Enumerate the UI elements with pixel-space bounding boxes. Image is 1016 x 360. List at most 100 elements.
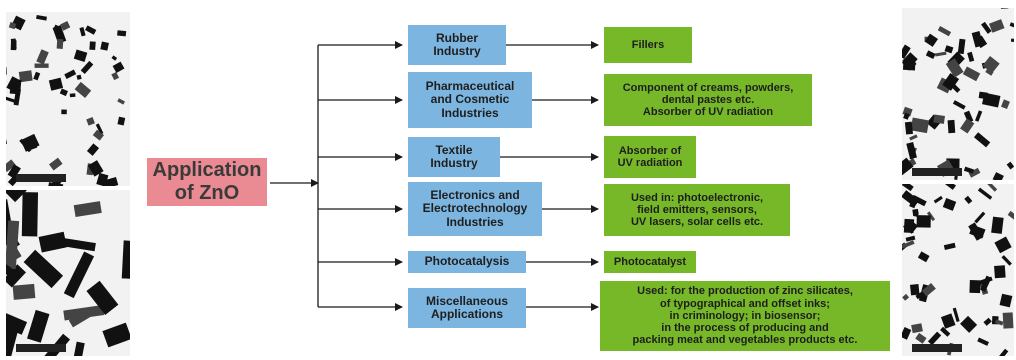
micrograph-particle	[980, 275, 992, 292]
micrograph-particle	[6, 190, 27, 203]
micrograph-particle	[982, 92, 1001, 108]
central-node: Application of ZnO	[147, 158, 267, 206]
micrograph-particle	[9, 78, 22, 95]
micrograph-particle	[6, 96, 15, 103]
micrograph-particle	[982, 55, 1000, 74]
micrograph-particle	[945, 58, 964, 78]
micrograph-particle	[960, 118, 975, 134]
micrograph-particle	[56, 38, 64, 49]
micrograph-particle	[902, 184, 914, 192]
micrograph-particle	[23, 249, 64, 289]
micrograph-particle	[905, 235, 916, 242]
micrograph-particle	[7, 164, 21, 179]
micrograph-particle	[933, 114, 945, 124]
micrograph-particle	[994, 236, 1012, 254]
micrograph-particle	[988, 19, 1005, 33]
micrograph-particle	[994, 265, 1006, 279]
micrograph-particle	[915, 332, 927, 344]
micrograph-particle	[62, 237, 96, 252]
micrograph-particle	[79, 27, 86, 37]
micrograph-particle	[921, 282, 936, 297]
category-miscellaneous: Miscellaneous Applications	[408, 288, 526, 328]
micrograph-particle	[943, 242, 956, 251]
use-photoelectronic: Used in: photoelectronic, field emitters…	[604, 184, 790, 236]
micrograph-particle	[985, 68, 994, 76]
micrograph-particle	[915, 292, 924, 300]
use-creams-powders: Component of creams, powders, dental pas…	[604, 74, 812, 126]
micrograph-particle	[95, 123, 104, 135]
micrograph-particle	[12, 283, 36, 300]
micrograph-particle	[6, 220, 20, 269]
micrograph-particle	[952, 307, 960, 323]
micrograph-particle	[38, 231, 67, 253]
micrograph-particle	[86, 143, 100, 156]
micrograph-particle	[63, 251, 95, 299]
micrograph-particle	[963, 110, 974, 123]
micrograph-particle	[73, 49, 88, 62]
micrograph-particle	[1001, 255, 1012, 266]
micrograph-particle	[902, 326, 912, 340]
micrograph-particle	[973, 132, 991, 148]
micrograph-particle	[957, 38, 966, 55]
use-miscellaneous: Used: for the production of zinc silicat…	[600, 281, 890, 351]
micrograph-particle	[1007, 210, 1014, 222]
micrograph-particle	[910, 117, 930, 134]
use-fillers: Fillers	[604, 27, 692, 63]
micrograph-particle	[103, 176, 119, 186]
category-rubber-industry: Rubber Industry	[408, 25, 506, 65]
micrograph-particle	[96, 172, 109, 186]
micrograph-particle	[964, 195, 973, 205]
micrograph-particle	[903, 218, 915, 234]
category-electronics: Electronics and Electrotechnology Indust…	[408, 182, 542, 236]
micrograph-particle	[52, 25, 67, 44]
micrograph-particle	[981, 21, 992, 34]
micrograph-particle	[76, 74, 82, 80]
micrograph-particle	[902, 293, 910, 301]
micrograph-particle	[991, 216, 1004, 234]
micrograph-particle	[71, 341, 85, 356]
micrograph-particle	[940, 326, 951, 337]
micrograph-particle	[89, 41, 96, 50]
micrograph-particle	[943, 184, 957, 190]
micrograph-particle	[117, 30, 127, 37]
micrograph-particle	[87, 160, 104, 177]
micrograph-particle	[36, 14, 47, 21]
micrograph-particle	[925, 50, 936, 59]
micrograph-particle	[61, 109, 67, 115]
micrograph-bottom-left	[6, 190, 130, 356]
micrograph-particle	[947, 119, 956, 134]
micrograph-particle	[60, 21, 71, 31]
micrograph-particle	[903, 112, 910, 120]
micrograph-particle	[934, 51, 947, 57]
micrograph-particle	[969, 279, 981, 294]
micrograph-particle	[1006, 161, 1014, 170]
micrograph-particle	[977, 337, 989, 346]
micrograph-particle	[952, 100, 966, 110]
micrograph-particle	[48, 157, 63, 171]
micrograph-particle	[975, 110, 983, 122]
micrograph-particle	[6, 159, 16, 173]
micrograph-particle	[963, 166, 975, 174]
micrograph-particle	[912, 208, 919, 216]
scale-bar	[16, 344, 66, 352]
micrograph-particle	[917, 251, 930, 263]
micrograph-particle	[47, 182, 64, 186]
micrograph-particle	[940, 313, 956, 329]
micrograph-particle	[100, 41, 109, 51]
micrograph-particle	[86, 117, 95, 126]
micrograph-particle	[999, 293, 1013, 308]
micrograph-particle	[992, 172, 1004, 180]
micrograph-particle	[909, 202, 916, 209]
micrograph-top-right	[902, 8, 1014, 180]
micrograph-particle	[902, 240, 915, 249]
micrograph-particle	[962, 66, 981, 82]
micrograph-particle	[911, 323, 923, 334]
micrograph-particle	[983, 317, 992, 326]
micrograph-particle	[974, 211, 986, 224]
micrograph-particle	[86, 280, 119, 315]
micrograph-particle	[968, 222, 984, 241]
micrograph-particle	[902, 52, 918, 68]
micrograph-particle	[19, 138, 32, 153]
micrograph-particle	[27, 309, 50, 343]
micrograph-particle	[924, 33, 938, 47]
